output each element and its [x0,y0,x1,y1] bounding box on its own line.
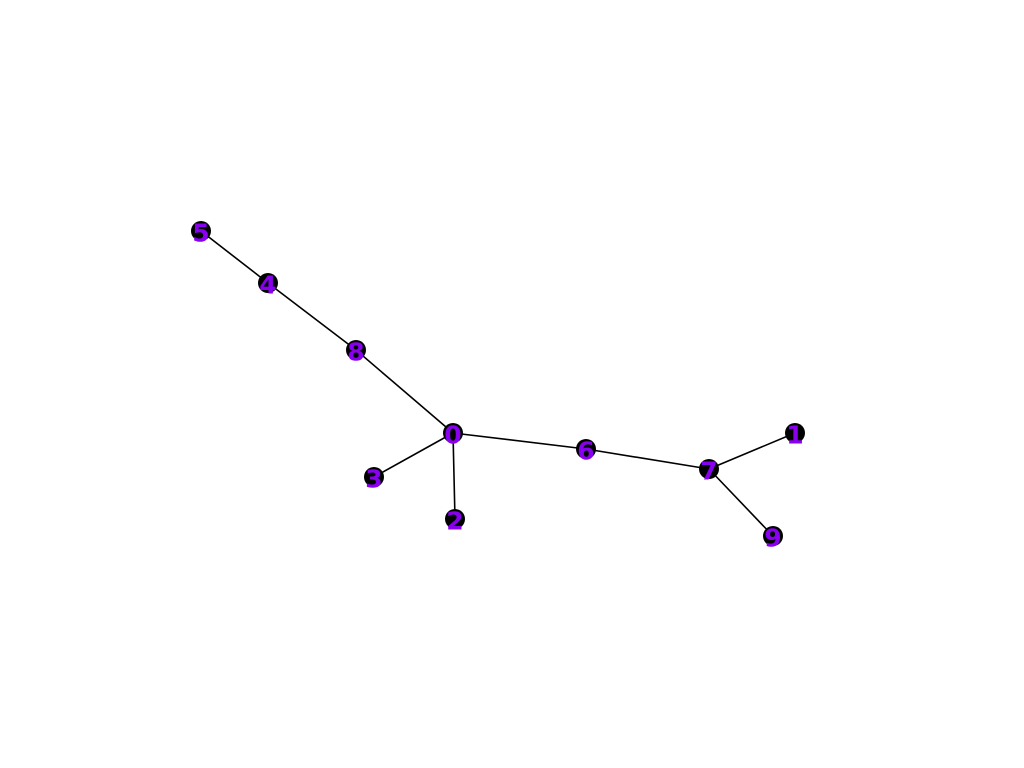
node-label-9: 9 [764,524,781,553]
node-2: 2 [445,507,465,536]
edge-5-4 [200,230,269,284]
node-9: 9 [763,524,783,553]
node-label-4: 4 [259,271,276,300]
node-label-6: 6 [577,437,594,466]
node-dot-8 [346,340,366,360]
node-label-1: 1 [786,421,803,450]
node-dot-1 [785,423,805,443]
edge-6-7 [585,448,710,470]
node-0: 0 [443,421,463,450]
node-dot-2 [445,509,465,529]
node-dot-5 [191,221,211,241]
edge-8-0 [355,349,454,434]
node-label-2: 2 [446,507,463,536]
node-5: 5 [191,219,211,248]
node-label-3: 3 [365,465,382,494]
node-dot-4 [258,273,278,293]
node-dot-0 [443,423,463,443]
node-label-0: 0 [444,421,461,450]
node-dot-3 [364,467,384,487]
node-label-7: 7 [700,457,717,486]
edge-0-2 [452,432,456,520]
edge-7-9 [708,468,774,537]
node-3: 3 [364,465,384,494]
edge-0-6 [452,432,587,450]
node-label-8: 8 [347,338,364,367]
node-dot-6 [576,439,596,459]
edge-7-1 [708,432,796,470]
edge-0-3 [373,432,454,478]
nodes-layer: 0 1 2 3 4 5 6 7 8 9 [191,219,805,553]
node-dot-7 [699,459,719,479]
node-7: 7 [699,457,719,486]
node-label-5: 5 [192,219,209,248]
node-4: 4 [258,271,278,300]
node-dot-9 [763,526,783,546]
node-8: 8 [346,338,366,367]
edge-4-8 [267,282,357,351]
node-6: 6 [576,437,596,466]
edges-layer [200,230,796,537]
node-1: 1 [785,421,805,450]
